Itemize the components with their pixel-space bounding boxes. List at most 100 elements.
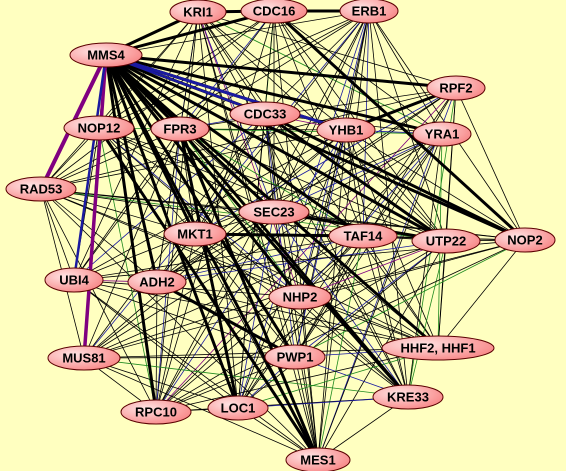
node-cdc16[interactable]: CDC16 [240, 0, 308, 24]
edge-mus81-kre33 [83, 357, 409, 398]
node-rpc10[interactable]: RPC10 [120, 399, 192, 425]
node-label: YHB1 [329, 123, 364, 138]
edge-yra1-sec23 [273, 133, 443, 213]
edge-cdc16-nop2 [272, 9, 527, 242]
node-pwp1[interactable]: PWP1 [264, 344, 326, 370]
edge-cdc16-nop12 [98, 10, 275, 129]
node-rad53[interactable]: RAD53 [5, 176, 77, 202]
edge-fpr3-loc1 [178, 127, 240, 410]
edge-nop2-pwp1 [294, 239, 526, 358]
edge-rad53-mes1 [40, 188, 319, 461]
node-utp22[interactable]: UTP22 [411, 228, 481, 254]
node-shape [328, 223, 398, 249]
edge-erb1-yra1 [368, 10, 443, 135]
node-shape [426, 75, 486, 101]
node-label: PWP1 [277, 350, 314, 365]
edge-nop12-rpc10 [98, 127, 157, 413]
node-fpr3[interactable]: FPR3 [150, 116, 210, 142]
node-label: HHF2, HHF1 [400, 341, 475, 356]
edge-erb1-mms4 [105, 10, 370, 56]
node-mkt1[interactable]: MKT1 [163, 221, 227, 247]
node-shape [5, 176, 77, 202]
node-hhf2[interactable]: HHF2, HHF1 [381, 335, 495, 361]
node-loc1[interactable]: LOC1 [207, 395, 269, 421]
edge-fpr3-kre33 [178, 127, 410, 399]
edge-nop12-sec23 [98, 127, 275, 213]
node-sec23[interactable]: SEC23 [238, 199, 310, 225]
node-shape [238, 199, 310, 225]
node-mes1[interactable]: MES1 [285, 447, 351, 471]
edge-ubi4-nhp2 [73, 279, 301, 298]
edge-cdc33-adh2 [156, 113, 266, 283]
node-erb1[interactable]: ERB1 [339, 0, 399, 24]
node-rpf2[interactable]: RPF2 [426, 75, 486, 101]
node-shape [47, 345, 121, 371]
node-label: RPC10 [135, 405, 177, 420]
node-shape [240, 0, 308, 24]
node-shape [120, 399, 192, 425]
edge-rad53-adh2 [40, 188, 158, 283]
node-label: NHP2 [283, 290, 318, 305]
node-mus81[interactable]: MUS81 [47, 345, 121, 371]
edge-rpf2-mes1 [317, 87, 457, 461]
node-yhb1[interactable]: YHB1 [316, 117, 376, 143]
edge-utp22-kre33 [407, 240, 447, 398]
node-shape [316, 117, 376, 143]
node-cdc33[interactable]: CDC33 [229, 101, 301, 127]
edge-sec23-nop2 [273, 211, 526, 241]
node-shape [169, 0, 227, 25]
node-label: YRA1 [425, 127, 460, 142]
edge-fpr3-mes1 [178, 127, 320, 462]
edge-utp22-nhp2 [299, 240, 447, 298]
node-label: RPF2 [439, 81, 472, 96]
edge-kri1-rad53 [40, 11, 199, 190]
node-mms4[interactable]: MMS4 [69, 42, 143, 68]
node-shape [412, 121, 472, 147]
edge-nhp2-kre33 [299, 296, 409, 398]
edge-mms4-mus81-purple [82, 53, 108, 360]
edge-yhb1-taf14 [345, 129, 364, 237]
edge-nop2-hhf2 [437, 239, 526, 349]
node-taf14[interactable]: TAF14 [328, 223, 398, 249]
node-ubi4[interactable]: UBI4 [44, 267, 104, 293]
node-shape [63, 115, 135, 141]
edge-mms4-rpf2 [104, 53, 458, 90]
node-label: NOP12 [78, 121, 121, 136]
edge-utp22-mes1 [317, 240, 447, 461]
edge-taf14-ubi4 [73, 235, 364, 281]
node-shape [372, 384, 444, 410]
edge-ubi4-loc1 [73, 279, 239, 409]
node-kri1[interactable]: KRI1 [169, 0, 227, 25]
node-label: TAF14 [344, 229, 384, 244]
node-shape [163, 221, 227, 247]
edge-erb1-nop12 [98, 10, 370, 129]
node-label: SEC23 [253, 205, 294, 220]
edge-mms4-fpr3 [104, 53, 182, 131]
node-label: ADH2 [139, 275, 174, 290]
node-nop12[interactable]: NOP12 [63, 115, 135, 141]
edge-taf14-rpc10 [155, 235, 364, 413]
node-shape [381, 335, 495, 361]
node-nhp2[interactable]: NHP2 [268, 284, 332, 310]
edge-yhb1-utp22 [345, 129, 447, 242]
edge-utp22-rpc10 [155, 240, 447, 413]
edge-rpf2-rpc10 [155, 87, 457, 413]
edge-nop12-utp22 [98, 127, 447, 242]
edge-nop2-rpc10 [155, 239, 526, 413]
node-adh2[interactable]: ADH2 [127, 269, 187, 295]
edge-mms4-mes1 [104, 53, 320, 462]
node-label: UTP22 [426, 234, 466, 249]
node-label: ERB1 [352, 4, 387, 19]
node-nop2[interactable]: NOP2 [494, 227, 556, 253]
node-label: UBI4 [59, 273, 89, 288]
edge-mms4-nhp2 [104, 53, 302, 299]
edge-mms4-utp22 [104, 53, 448, 243]
node-shape [285, 447, 351, 471]
node-label: LOC1 [221, 401, 256, 416]
edge-cdc16-ubi4 [73, 10, 275, 281]
node-yra1[interactable]: YRA1 [412, 121, 472, 147]
node-label: MUS81 [62, 351, 105, 366]
node-kre33[interactable]: KRE33 [372, 384, 444, 410]
node-label: MKT1 [177, 227, 212, 242]
node-shape [44, 267, 104, 293]
